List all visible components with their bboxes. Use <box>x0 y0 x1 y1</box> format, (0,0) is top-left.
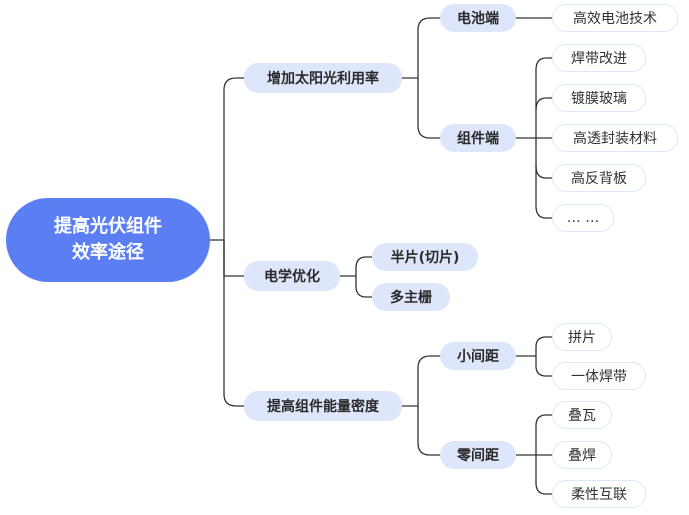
connector-small-gap-leaf-1 <box>535 336 553 357</box>
leaf-cell-splicing[interactable]: 拼片 <box>552 323 612 351</box>
connector-branch-3-to-zero-gap <box>417 405 441 456</box>
connector-small-gap-leaf-2 <box>535 355 553 377</box>
node-small-gap[interactable]: 小间距 <box>440 342 516 370</box>
connector-branch-3-to-small-gap <box>401 355 441 407</box>
root-node[interactable]: 提高光伏组件 效率途径 <box>6 198 210 282</box>
leaf-integrated-ribbon[interactable]: 一体焊带 <box>552 362 646 390</box>
leaf-coated-glass[interactable]: 镀膜玻璃 <box>552 84 646 112</box>
connector-branch-1-to-cell <box>401 17 441 79</box>
branch-increase-light-utilization[interactable]: 增加太阳光利用率 <box>244 63 402 93</box>
node-multi-busbar[interactable]: 多主栅 <box>372 283 450 311</box>
connector-root-to-branch-2 <box>223 239 245 277</box>
leaf-shingled[interactable]: 叠瓦 <box>552 401 612 429</box>
branch-electrical-optimization[interactable]: 电学优化 <box>244 261 340 291</box>
leaf-ellipsis[interactable]: … … <box>552 204 614 232</box>
leaf-ribbon-improvement[interactable]: 焊带改进 <box>552 44 646 72</box>
leaf-flexible-interconnect[interactable]: 柔性互联 <box>552 480 646 508</box>
root-title-line-2: 效率途径 <box>72 242 144 263</box>
leaf-high-efficiency-cell-tech[interactable]: 高效电池技术 <box>552 4 678 32</box>
connector-module-leaf-2 <box>535 97 553 111</box>
connector-zero-gap-leaf-3 <box>535 454 553 495</box>
node-module-side[interactable]: 组件端 <box>440 124 516 152</box>
connector-multi-busbar <box>355 275 373 298</box>
connector-module-leaf-5 <box>535 165 553 219</box>
connector-root-to-branch-3 <box>223 239 245 407</box>
leaf-high-reflectance-backsheet[interactable]: 高反背板 <box>552 164 646 192</box>
node-cell-side[interactable]: 电池端 <box>440 4 516 32</box>
root-title-line-1: 提高光伏组件 <box>54 216 162 237</box>
connector-module-leaf-1 <box>535 57 553 139</box>
connector-half-cut <box>355 256 373 277</box>
node-half-cut-cell[interactable]: 半片(切片) <box>372 243 478 271</box>
leaf-high-transmittance-encapsulant[interactable]: 高透封装材料 <box>552 124 678 152</box>
connector-module-leaf-4 <box>535 137 553 179</box>
branch-increase-energy-density[interactable]: 提高组件能量密度 <box>244 391 402 421</box>
leaf-overlap-welding[interactable]: 叠焊 <box>552 441 612 469</box>
connector-zero-gap-leaf-1 <box>535 414 553 456</box>
connector-root-to-branch-1 <box>209 77 245 241</box>
connector-branch-1-to-module <box>417 77 441 139</box>
node-zero-gap[interactable]: 零间距 <box>440 441 516 469</box>
